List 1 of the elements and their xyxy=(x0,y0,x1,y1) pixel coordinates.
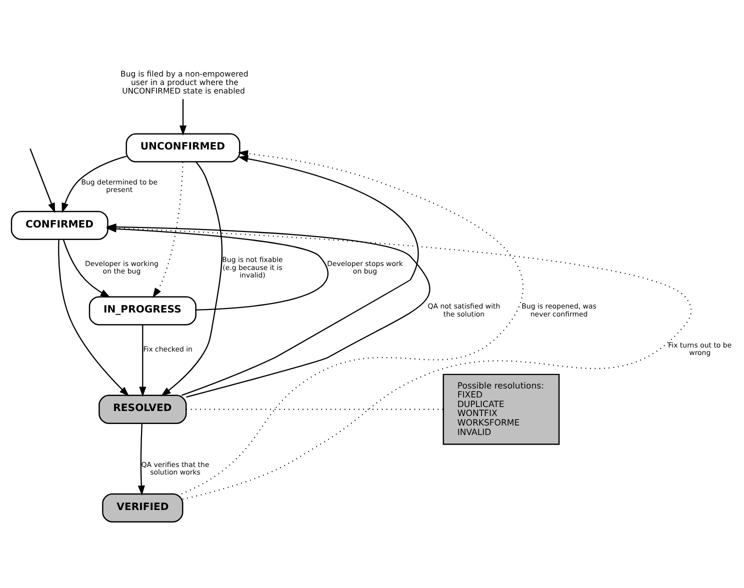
node-text: Bug is filed by a non-empowered user in a product where the UNCONFIRMED state is enabled xyxy=(120,68,248,95)
